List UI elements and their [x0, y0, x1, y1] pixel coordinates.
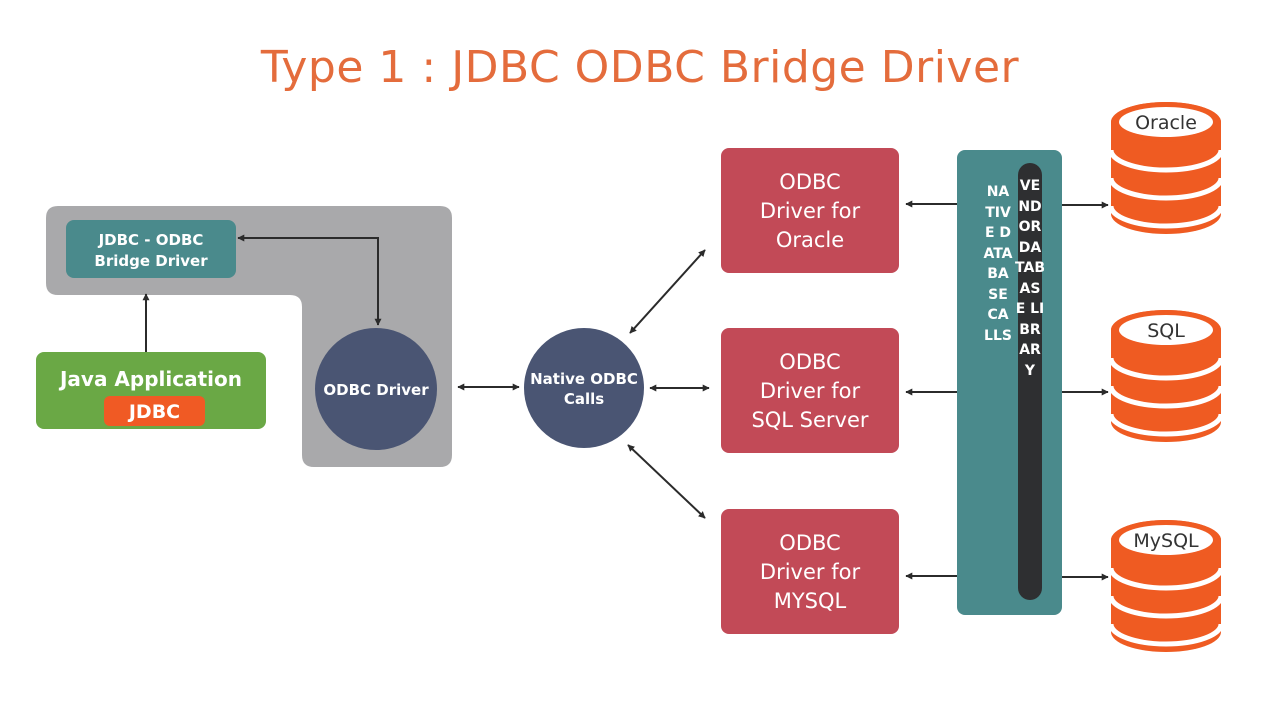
odbc-driver-node: ODBC Driver	[315, 328, 437, 450]
sql-database: SQL	[1111, 310, 1221, 442]
vendor-database-library-label: VENDOR DATABASE LIBRARY	[1015, 178, 1047, 379]
driver-label: ODBC	[779, 350, 840, 374]
jdbc-badge-label: JDBC	[127, 401, 180, 423]
database-label: SQL	[1147, 320, 1185, 342]
driver-label: Oracle	[776, 228, 844, 252]
odbc-driver-label: ODBC Driver	[323, 381, 429, 399]
driver-label: ODBC	[779, 170, 840, 194]
arrow-bridge-odbc	[237, 234, 382, 326]
arrow-native-oracle-driver	[629, 249, 706, 334]
native-odbc-calls-label: Native ODBC	[530, 370, 638, 388]
arrow-native-mysql-driver	[627, 444, 706, 519]
jdbc-badge	[104, 396, 205, 426]
driver-label: ODBC	[779, 531, 840, 555]
database-label: MySQL	[1133, 530, 1199, 552]
native-odbc-calls-label: Calls	[564, 390, 604, 408]
native-database-calls-label: NATIVE DATABASE CALLS	[983, 184, 1013, 344]
bridge-driver-label: JDBC - ODBC	[98, 231, 204, 249]
vendor-database-library-bar	[1018, 163, 1042, 600]
java-application-label: Java Application	[58, 367, 242, 391]
odbc-driver-mysql-box: ODBC Driver for MYSQL	[721, 509, 899, 634]
java-application-box: Java Application JDBC	[36, 352, 266, 429]
page-title: Type 1 : JDBC ODBC Bridge Driver	[260, 42, 1020, 93]
driver-label: MYSQL	[774, 589, 847, 613]
driver-label: Driver for	[760, 379, 861, 403]
driver-label: SQL Server	[751, 408, 868, 432]
database-label: Oracle	[1135, 112, 1197, 134]
mysql-database: MySQL	[1111, 520, 1221, 652]
odbc-driver-sqlserver-box: ODBC Driver for SQL Server	[721, 328, 899, 453]
bridge-driver-label: Bridge Driver	[94, 252, 208, 270]
oracle-database: Oracle	[1111, 102, 1221, 234]
native-odbc-calls-node: Native ODBC Calls	[524, 328, 644, 448]
driver-label: Driver for	[760, 199, 861, 223]
bridge-driver-box: JDBC - ODBC Bridge Driver	[66, 220, 236, 278]
odbc-driver-oracle-box: ODBC Driver for Oracle	[721, 148, 899, 273]
driver-label: Driver for	[760, 560, 861, 584]
